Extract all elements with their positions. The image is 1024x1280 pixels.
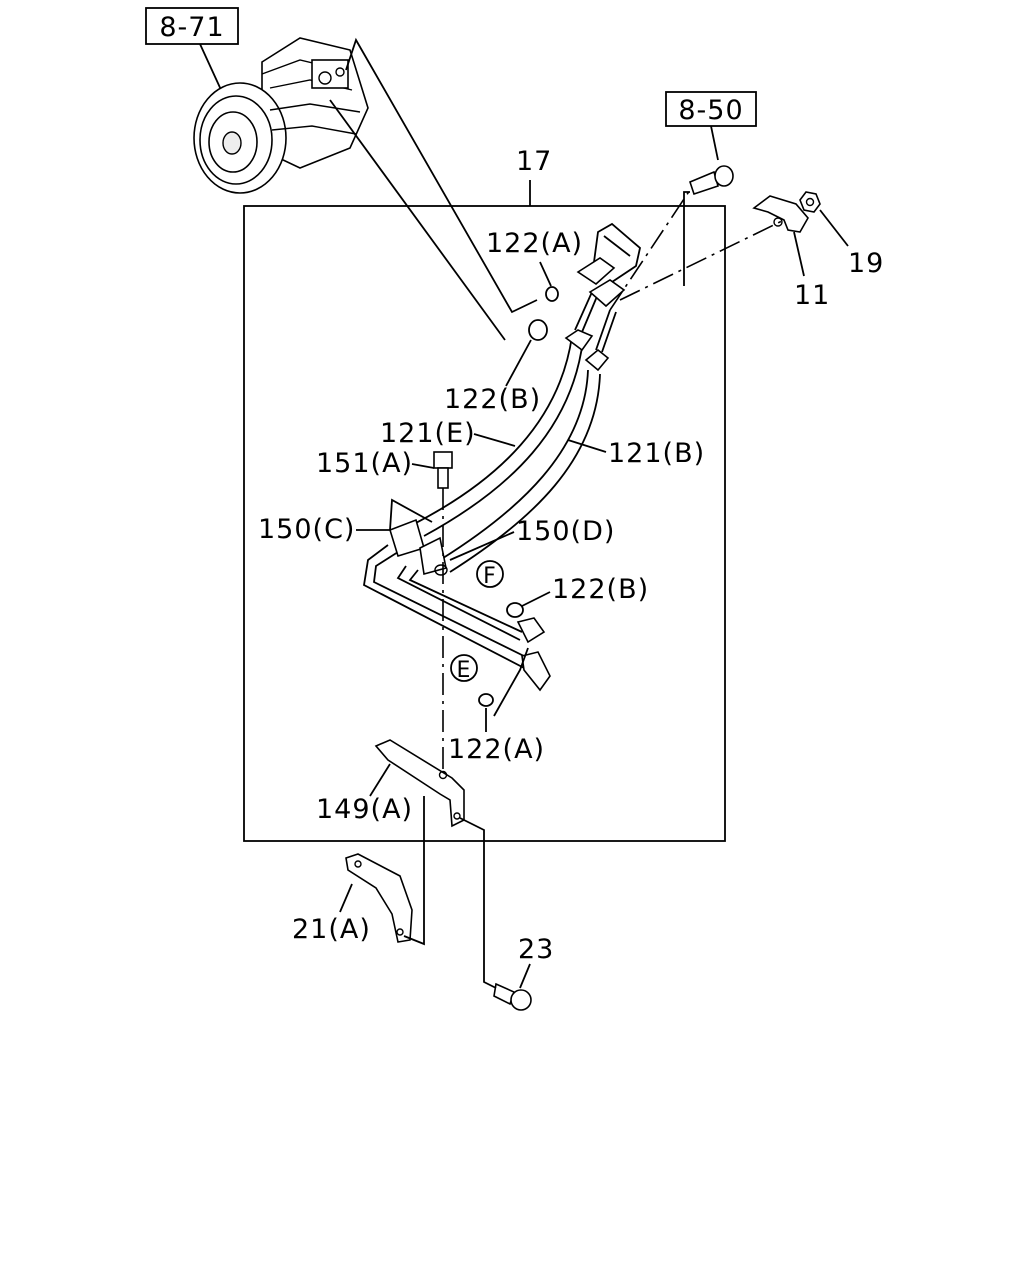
nut-19-icon bbox=[799, 191, 821, 213]
label-151a: 151(A) bbox=[316, 448, 413, 479]
label-11: 11 bbox=[794, 280, 830, 311]
oring-122b-top-icon bbox=[528, 319, 548, 341]
oring-122a-top-icon bbox=[545, 286, 559, 302]
ref-box-8-71[interactable]: 8-71 bbox=[145, 7, 239, 45]
compressor-icon bbox=[193, 37, 369, 194]
label-19: 19 bbox=[848, 248, 884, 279]
bracket-149a-icon bbox=[374, 739, 465, 828]
label-17: 17 bbox=[516, 146, 552, 177]
oring-122a-low-icon bbox=[478, 693, 494, 707]
callout-e: E bbox=[450, 654, 478, 683]
label-122a-top: 122(A) bbox=[486, 228, 583, 259]
label-21a: 21(A) bbox=[292, 914, 371, 945]
clip-11-icon bbox=[752, 195, 809, 233]
hose-assembly bbox=[363, 222, 641, 692]
callout-f: F bbox=[476, 560, 504, 589]
svg-text:8-50: 8-50 bbox=[678, 95, 743, 126]
svg-text:E: E bbox=[457, 658, 472, 683]
label-121b: 121(B) bbox=[608, 438, 705, 469]
svg-text:F: F bbox=[483, 564, 497, 589]
ref-box-8-50[interactable]: 8-50 bbox=[665, 91, 757, 127]
label-149a: 149(A) bbox=[316, 794, 413, 825]
label-121e: 121(E) bbox=[380, 418, 476, 449]
oring-122b-low-icon bbox=[506, 602, 524, 618]
bolt-top-icon bbox=[689, 165, 734, 196]
label-23: 23 bbox=[518, 934, 554, 965]
bolt-151a-icon bbox=[433, 451, 453, 489]
bolt-23-icon bbox=[493, 982, 532, 1011]
label-150d: 150(D) bbox=[516, 516, 615, 547]
svg-text:8-71: 8-71 bbox=[159, 12, 224, 43]
label-122b-low: 122(B) bbox=[552, 574, 649, 605]
label-122b-top: 122(B) bbox=[444, 384, 541, 415]
label-150c: 150(C) bbox=[258, 514, 355, 545]
label-122a-low: 122(A) bbox=[448, 734, 545, 765]
bracket-21a-icon bbox=[345, 853, 413, 943]
